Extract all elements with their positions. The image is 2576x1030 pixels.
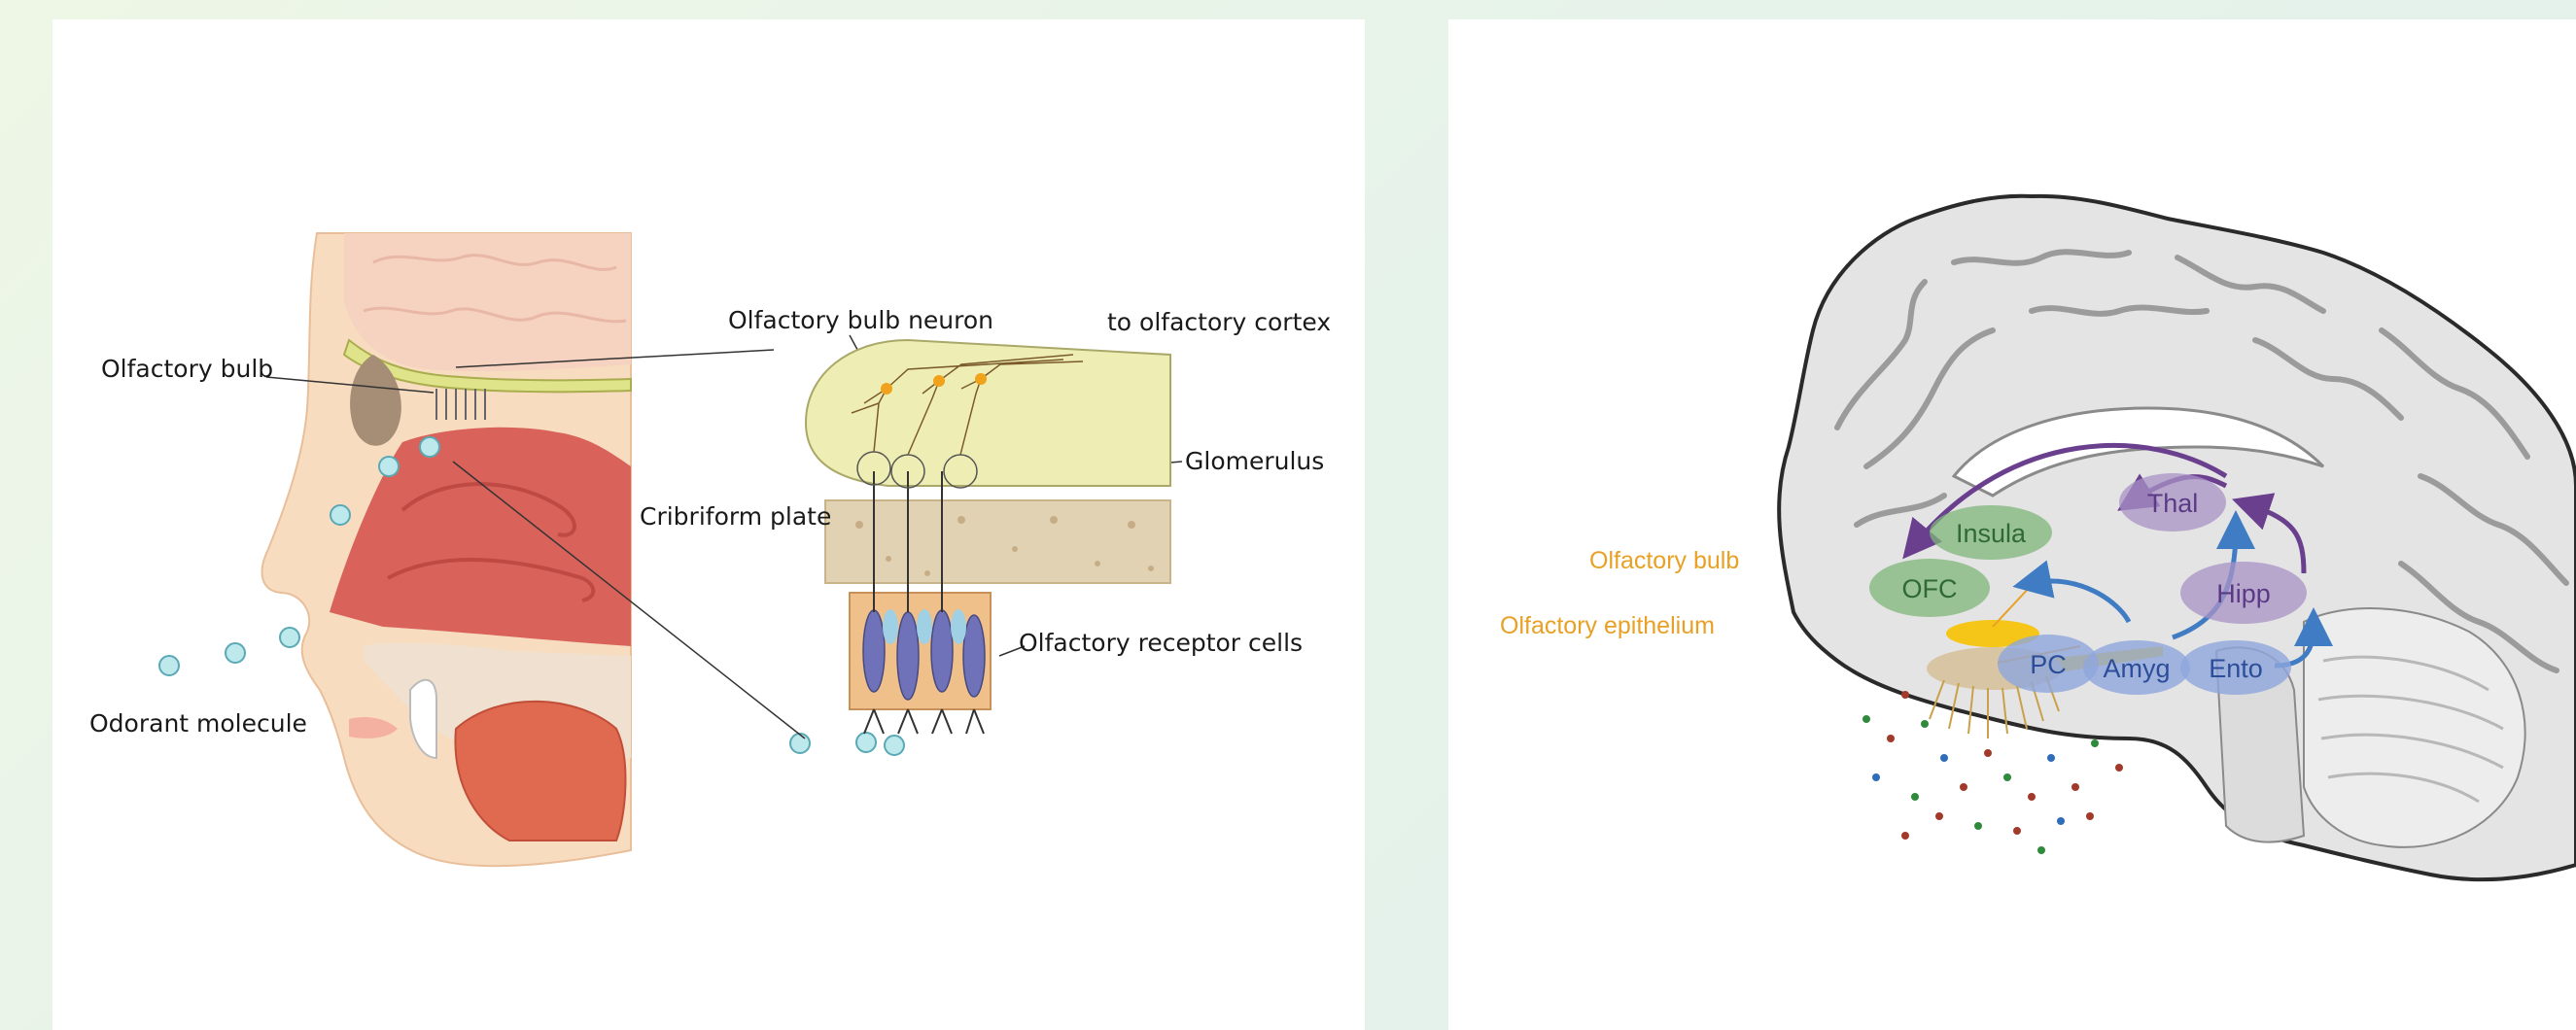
head-cross-section bbox=[262, 233, 631, 866]
label-olfactory-bulb-neuron: Olfactory bulb neuron bbox=[728, 306, 993, 334]
olfactory-pathway-diagram: OFC Insula Thal Hipp PC Amyg Ento Olfact… bbox=[1448, 19, 2576, 1030]
label-ofc: OFC bbox=[1902, 574, 1958, 603]
odorant-molecule-dot bbox=[379, 457, 399, 476]
odorant-molecule-dot bbox=[226, 643, 245, 663]
label-to-olfactory-cortex: to olfactory cortex bbox=[1107, 308, 1331, 336]
label-thal: Thal bbox=[2147, 489, 2199, 518]
label-odorant-molecule: Odorant molecule bbox=[89, 709, 307, 738]
olfactory-anatomy-diagram: Olfactory bulb Odorant molecule Olfactor… bbox=[52, 19, 1365, 1030]
label-glomerulus: Glomerulus bbox=[1185, 447, 1324, 475]
odorant-molecule-dot bbox=[420, 437, 439, 457]
cribriform-plate-layer bbox=[825, 500, 1170, 583]
odorant-molecule-dot bbox=[159, 656, 179, 675]
label-pc: PC bbox=[2030, 650, 2067, 679]
right-diagram-panel: OFC Insula Thal Hipp PC Amyg Ento Olfact… bbox=[1448, 19, 2576, 1030]
odorant-molecule-dot bbox=[885, 736, 904, 755]
left-diagram-panel: Olfactory bulb Odorant molecule Olfactor… bbox=[52, 19, 1365, 1030]
support-cells bbox=[883, 609, 966, 644]
brain-region bbox=[344, 233, 631, 371]
label-amyg: Amyg bbox=[2103, 654, 2170, 683]
label-hipp: Hipp bbox=[2216, 579, 2271, 608]
odorant-molecule-dot bbox=[331, 505, 350, 525]
odorant-molecule-dot bbox=[280, 628, 299, 647]
odorant-molecule-dot bbox=[790, 734, 810, 753]
label-insula: Insula bbox=[1956, 519, 2027, 548]
label-olfactory-receptor-cells: Olfactory receptor cells bbox=[1019, 629, 1303, 657]
label-ento: Ento bbox=[2209, 654, 2263, 683]
label-olfactory-bulb: Olfactory bulb bbox=[1589, 547, 1739, 574]
label-cribriform-plate: Cribriform plate bbox=[640, 502, 831, 531]
label-olfactory-epithelium: Olfactory epithelium bbox=[1500, 612, 1715, 639]
odorant-molecule-dot bbox=[856, 733, 876, 752]
label-olfactory-bulb: Olfactory bulb bbox=[101, 355, 273, 383]
magnified-inset bbox=[806, 340, 1170, 734]
